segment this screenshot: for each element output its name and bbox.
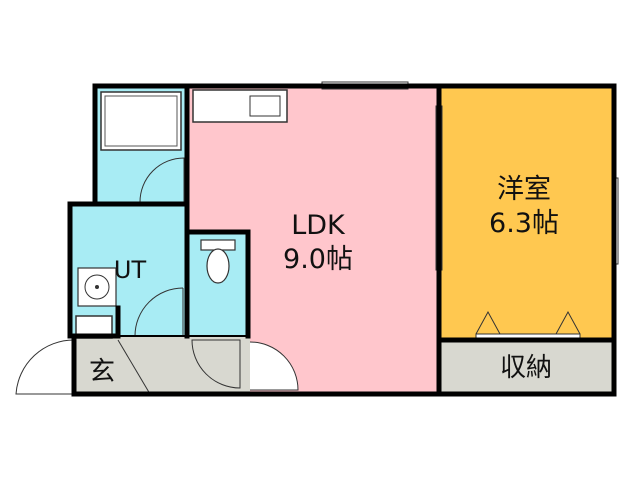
entrance-door-swing [15, 339, 75, 395]
western-room-floor [439, 86, 614, 340]
ldk-label: LDK [291, 210, 346, 241]
kitchen-sink [249, 95, 281, 117]
ut-label: UT [114, 256, 147, 284]
toilet-bowl [206, 248, 230, 284]
western-room-size-label: 6.3帖 [489, 208, 559, 239]
western-room-label: 洋室 [497, 174, 551, 205]
toilet-door-swing [191, 339, 241, 389]
ut-door-swing [134, 287, 184, 337]
genkan-label: 玄 [89, 357, 115, 387]
ldk-size-label: 9.0帖 [283, 244, 353, 275]
storage-label: 収納 [500, 353, 552, 383]
closet-door-right [555, 310, 581, 335]
walls [67, 83, 617, 397]
storage-floor [439, 340, 614, 394]
bathtub [100, 91, 182, 151]
ldk-door-swing [249, 341, 299, 391]
closet-door-left [475, 310, 501, 335]
